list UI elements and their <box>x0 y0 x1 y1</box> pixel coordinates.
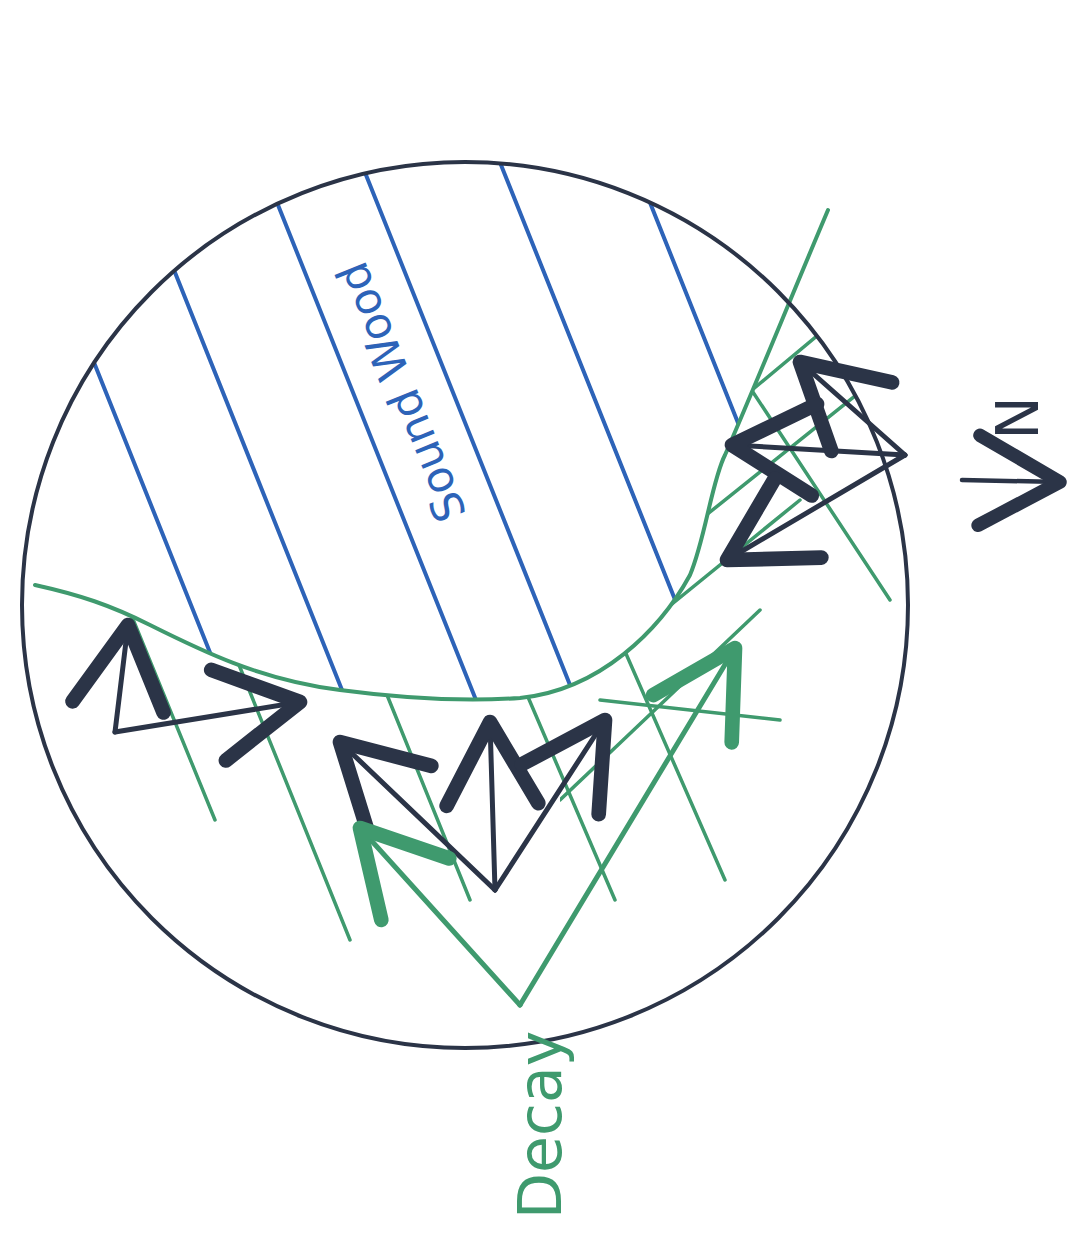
region-label: Decay <box>510 1031 570 1219</box>
compass-label: N <box>989 396 1047 439</box>
north-arrow <box>962 480 1060 482</box>
